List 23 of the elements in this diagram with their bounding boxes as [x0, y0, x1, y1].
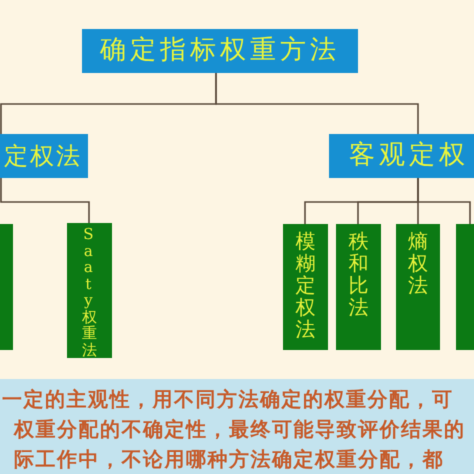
method-box: [396, 224, 440, 350]
note-text: 际工作中，不论用哪种方法确定权重分配，都: [14, 447, 444, 471]
box-label: 定权法: [4, 142, 82, 170]
vertical-label: 秩和比法: [348, 230, 368, 318]
connector-line: [215, 73, 419, 134]
method-box: [67, 223, 112, 358]
box-label: 确定指标权重方法: [100, 35, 340, 67]
connector-line: [417, 178, 471, 224]
vertical-label: 熵权法: [408, 230, 428, 296]
method-box: [336, 224, 381, 350]
method-box: [456, 224, 474, 350]
vertical-label: 模糊定权法: [296, 230, 316, 340]
connector-line: [0, 178, 90, 223]
vertical-label: Saaty权重法: [82, 226, 97, 358]
method-box: [0, 224, 13, 350]
note-text: 一定的主观性，用不同方法确定的权重分配，可: [2, 387, 454, 411]
note-band: [0, 379, 474, 474]
note-text: 权重分配的不确定性，最终可能导致评价结果的: [14, 417, 466, 441]
category-box: [329, 134, 474, 178]
title-box: [82, 29, 358, 73]
category-box: [0, 134, 88, 178]
method-box: [283, 224, 328, 350]
box-label: 客观定权: [349, 140, 469, 172]
